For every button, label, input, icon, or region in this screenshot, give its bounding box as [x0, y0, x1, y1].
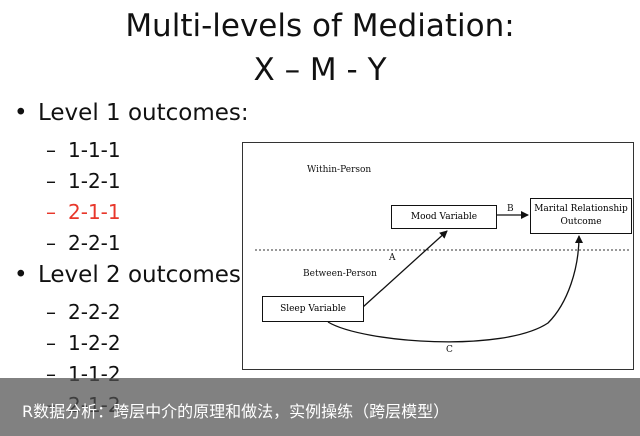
dash-glyph: – [46, 138, 56, 162]
bullet-glyph: • [14, 262, 28, 288]
sleep-variable-box: Sleep Variable [262, 296, 364, 322]
sub-item-label: 1-2-2 [68, 331, 121, 355]
sleep-variable-label: Sleep Variable [280, 304, 346, 314]
caption-text: R数据分析：跨层中介的原理和做法，实例操练（跨层模型） [22, 402, 450, 421]
path-b-label: B [507, 204, 514, 214]
dash-glyph: – [46, 169, 56, 193]
dash-glyph: – [46, 362, 56, 386]
sub-item-label: 2-2-1 [68, 231, 121, 255]
sub-item: –2-2-2 [46, 300, 121, 324]
path-c-label: C [446, 345, 453, 355]
sub-item-highlighted: –2-1-1 [46, 200, 121, 224]
sub-item: –2-2-1 [46, 231, 121, 255]
bullet-level2-outcomes: • Level 2 outcomes: [14, 262, 249, 288]
sub-item-label: 2-2-2 [68, 300, 121, 324]
bullet-level1-outcomes: • Level 1 outcomes: [14, 100, 249, 126]
dash-glyph: – [46, 200, 56, 224]
path-a-arrow [362, 230, 448, 308]
caption-banner [0, 378, 640, 436]
sub-item-label: 1-1-1 [68, 138, 121, 162]
diagram-svg [255, 211, 631, 343]
sub-item: –1-2-2 [46, 331, 121, 355]
sub-item-label: 1-2-1 [68, 169, 121, 193]
sub-item: –1-1-1 [46, 138, 121, 162]
within-person-label: Within-Person [307, 165, 372, 175]
marital-outcome-box: Marital Relationship Outcome [530, 198, 632, 234]
slide-title: Multi-levels of Mediation: X – M - Y [0, 4, 640, 92]
mood-variable-label: Mood Variable [410, 212, 478, 222]
title-line-1: Multi-levels of Mediation: [125, 8, 515, 44]
mood-variable-box: Mood Variable [391, 205, 497, 229]
bullet-label: Level 2 outcomes: [38, 262, 249, 288]
between-person-label: Between-Person [303, 269, 377, 279]
dash-glyph: – [46, 231, 56, 255]
marital-outcome-line2: Outcome [560, 217, 602, 227]
bullet-glyph: • [14, 100, 28, 126]
path-c-arrow [327, 235, 583, 343]
sub-item: –1-2-1 [46, 169, 121, 193]
bullet-label: Level 1 outcomes: [38, 100, 249, 126]
title-line-2: X – M - Y [253, 52, 387, 88]
sub-item-label: 2-1-1 [68, 200, 121, 224]
path-a-label: A [389, 253, 396, 263]
mediation-diagram: Within-Person Between-Person Mood Variab… [242, 142, 634, 370]
dash-glyph: – [46, 300, 56, 324]
marital-outcome-line1: Marital Relationship [534, 204, 628, 214]
dash-glyph: – [46, 331, 56, 355]
